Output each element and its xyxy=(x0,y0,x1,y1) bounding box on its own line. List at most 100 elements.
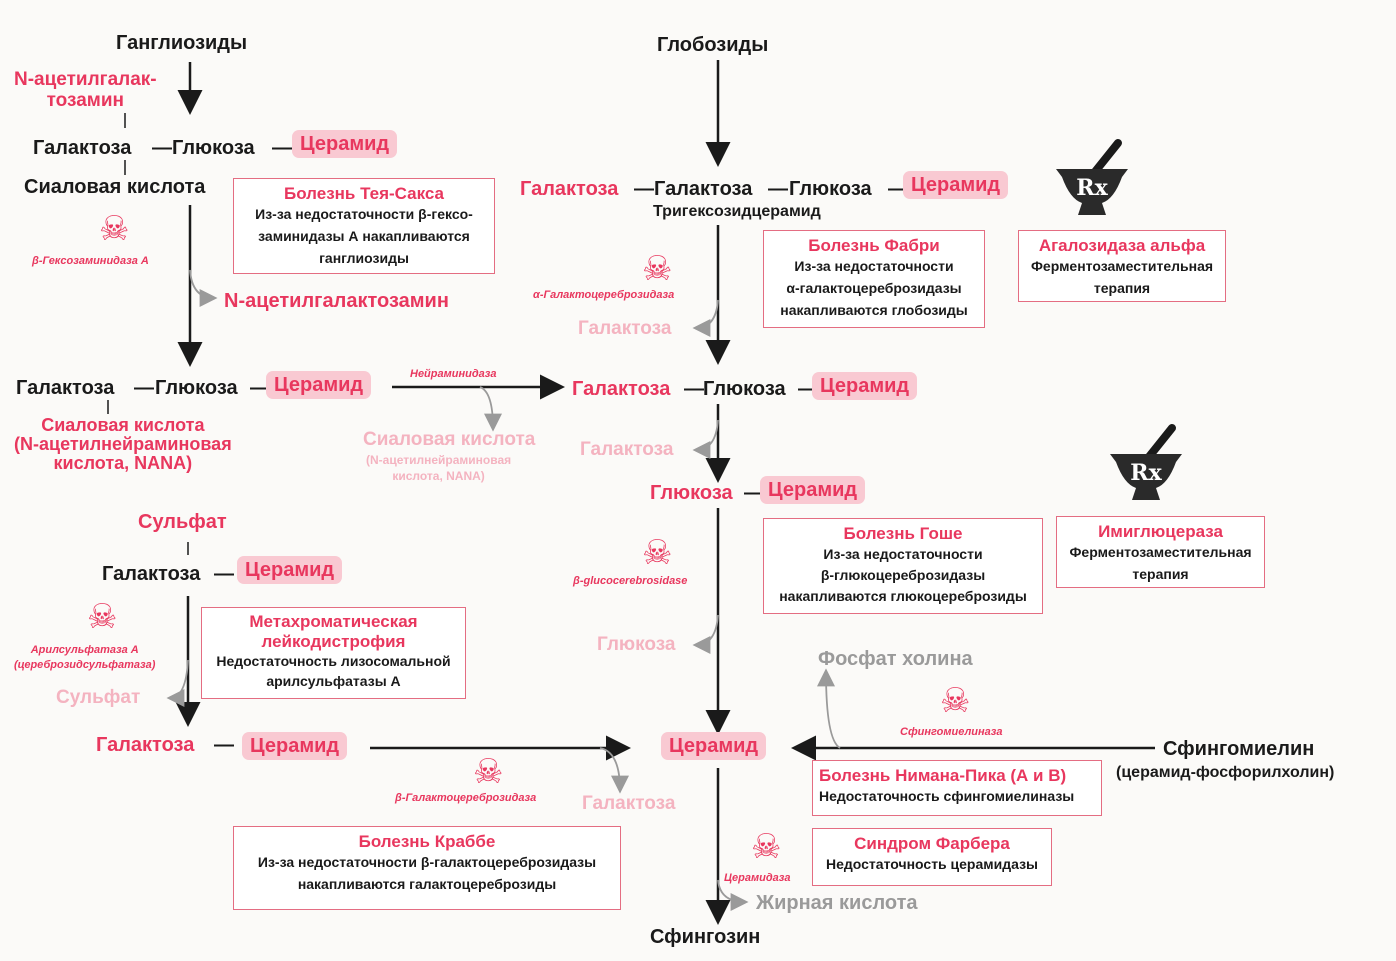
niemann-pick-box: Болезнь Нимана-Пика (А и В) Недостаточно… xyxy=(812,760,1102,816)
branch-sialic xyxy=(479,386,502,432)
disease-title: Болезнь Нимана-Пика (А и В) xyxy=(819,766,1067,785)
ceramide-pill: Церамид xyxy=(242,732,348,760)
disease-description: Из-за недостаточности β-гексо- заминидаз… xyxy=(255,206,473,266)
glucose-label: Глюкоза xyxy=(155,377,238,399)
gangliosides-label: Ганглиозиды xyxy=(116,32,248,54)
enzyme-ceramidase: Церамидаза xyxy=(724,872,791,884)
galactose-released: Галактоза xyxy=(580,439,674,460)
glucose-released: Глюкоза xyxy=(597,634,676,655)
krabbe-box: Болезнь Краббе Из-за недостаточности β-г… xyxy=(233,826,621,910)
skull-crossbones-icon: ☠ xyxy=(473,753,504,791)
disease-title: Синдром Фарбера xyxy=(854,834,1010,853)
fabry-box: Болезнь Фабри Из-за недостаточности α-га… xyxy=(763,230,985,328)
branch-sulfate xyxy=(166,659,189,707)
sulfate-label: Сульфат xyxy=(138,511,227,533)
ceramide-pill: Церамид xyxy=(266,371,372,399)
enzyme-beta-glucocerebrosidase: β-glucocerebrosidase xyxy=(573,575,688,587)
sphingosine-label: Сфингозин xyxy=(650,926,761,948)
galactose-label: Галактоза xyxy=(16,377,115,399)
skull-crossbones-icon: ☠ xyxy=(87,598,118,636)
ceramide-pill: Церамид xyxy=(760,476,866,504)
glucose-label: Глюкоза xyxy=(172,137,255,159)
disease-description: Из-за недостаточности α-галактоцеребрози… xyxy=(780,258,968,318)
glucose-label: Глюкоза xyxy=(789,178,872,200)
disease-title: Болезнь Фабри xyxy=(808,236,940,255)
bond-dash: — xyxy=(272,137,292,159)
galactose-label: Галактоза xyxy=(572,378,671,400)
branch-fatty-acid xyxy=(717,879,749,911)
sphingomyelin-subtitle: (церамид-фосфорилхолин) xyxy=(1116,764,1335,781)
disease-description: Недостаточность лизосомальной арилсульфа… xyxy=(216,653,451,690)
enzyme-arylsulfatase: Арилсульфатаза А (цереброзидсульфатаза) xyxy=(14,644,156,672)
bond-dash: — xyxy=(250,377,270,399)
bond-dash: — xyxy=(214,563,234,585)
nana-released: (N-ацетилнейраминовая кислота, NANA) xyxy=(366,453,512,483)
enzyme-beta-galactocerebrosidase: β-Галактоцереброзидаза xyxy=(395,792,537,804)
disease-description: Недостаточность церамидазы xyxy=(826,856,1038,873)
svg-text:Rx: Rx xyxy=(1130,460,1162,486)
galactose-label: Галактоза xyxy=(520,178,619,200)
gaucher-box: Болезнь Гоше Из-за недостаточности β-глю… xyxy=(763,518,1043,614)
branch-galactose-3 xyxy=(599,747,629,794)
mortar-pestle-rx-icon: Rx xyxy=(1106,420,1186,511)
sialic-acid-released: Сиаловая кислота xyxy=(363,429,536,450)
bond-dash: — xyxy=(768,178,788,200)
sialic-acid-nana-label: Сиаловая кислота (N-ацетилнейраминовая к… xyxy=(14,415,232,473)
ceramide-pill: Церамид xyxy=(812,372,918,400)
enzyme-hexosaminidase: β-Гексозаминидаза А xyxy=(32,255,149,267)
disease-title: Болезнь Краббе xyxy=(358,832,496,851)
skull-crossbones-icon: ☠ xyxy=(751,828,782,866)
galactose-label: Галактоза xyxy=(654,178,753,200)
farber-box: Синдром Фарбера Недостаточность церамида… xyxy=(812,828,1052,886)
glucose-label: Глюкоза xyxy=(650,482,733,504)
bond-dash: — xyxy=(134,377,154,399)
ceramide-pill: Церамид xyxy=(661,732,767,760)
branch-choline-phosphate xyxy=(817,668,841,749)
bond-dash: — xyxy=(634,178,654,200)
tay-sachs-box: Болезнь Тея-Сакса Из-за недостаточности … xyxy=(233,178,495,274)
n-acetylgalactosamine-product: N-ацетилгалактозамин xyxy=(224,290,449,312)
disease-description: Недостаточность сфингомиелиназы xyxy=(819,788,1075,805)
enzyme-sphingomyelinase: Сфингомиелиназа xyxy=(900,726,1003,738)
fatty-acid-label: Жирная кислота xyxy=(756,892,918,914)
n-acetylgalactosamine-label: N-ацетилгалак- тозамин xyxy=(14,69,157,111)
therapy-description: Ферментозаместительная терапия xyxy=(1069,544,1252,582)
svg-text:Rx: Rx xyxy=(1076,175,1108,201)
galactose-released: Галактоза xyxy=(578,318,672,339)
globosides-label: Глобозиды xyxy=(657,34,769,56)
skull-crossbones-icon: ☠ xyxy=(642,534,673,572)
disease-title: Болезнь Тея-Сакса xyxy=(283,184,444,203)
therapy-title: Агалозидаза альфа xyxy=(1038,236,1206,255)
enzyme-neuraminidase: Нейраминидаза xyxy=(410,368,497,380)
skull-crossbones-icon: ☠ xyxy=(940,682,971,720)
branch-galactose-2 xyxy=(692,419,719,459)
therapy-title: Имиглюцераза xyxy=(1098,522,1223,541)
galactose-label: Галактоза xyxy=(96,734,195,756)
skull-crossbones-icon: ☠ xyxy=(99,210,130,248)
sphingomyelin-label: Сфингомиелин xyxy=(1163,738,1315,760)
imiglucerase-therapy-box: Имиглюцераза Ферментозаместительная тера… xyxy=(1056,516,1265,588)
agalsidase-therapy-box: Агалозидаза альфа Ферментозаместительная… xyxy=(1018,230,1226,302)
galactose-label: Галактоза xyxy=(102,563,201,585)
ceramide-pill: Церамид xyxy=(237,556,343,584)
enzyme-alpha-galactocerebrosidase: α-Галактоцереброзидаза xyxy=(533,289,675,301)
therapy-description: Ферментозаместительная терапия xyxy=(1030,258,1214,296)
branch-glucose xyxy=(692,614,719,654)
choline-phosphate-label: Фосфат холина xyxy=(818,648,973,670)
disease-title: Метахроматическая лейкодистрофия xyxy=(249,612,418,651)
sulfate-released: Сульфат xyxy=(56,687,141,708)
bond-dash: — xyxy=(214,734,234,756)
galactose-label: Галактоза xyxy=(33,137,132,159)
bond-dash: — xyxy=(152,137,172,159)
bond-dash: — xyxy=(684,378,704,400)
disease-description: Из-за недостаточности β-галактоцеребрози… xyxy=(257,854,597,892)
branch-galactose-1 xyxy=(692,299,719,337)
sialic-acid-label: Сиаловая кислота xyxy=(24,176,206,198)
ceramide-pill: Церамид xyxy=(292,130,398,158)
skull-crossbones-icon: ☠ xyxy=(642,250,673,288)
bond-dash: — xyxy=(744,482,764,504)
ceramide-pill: Церамид xyxy=(903,171,1009,199)
metachromatic-leukodystrophy-box: Метахроматическая лейкодистрофия Недоста… xyxy=(201,607,466,699)
